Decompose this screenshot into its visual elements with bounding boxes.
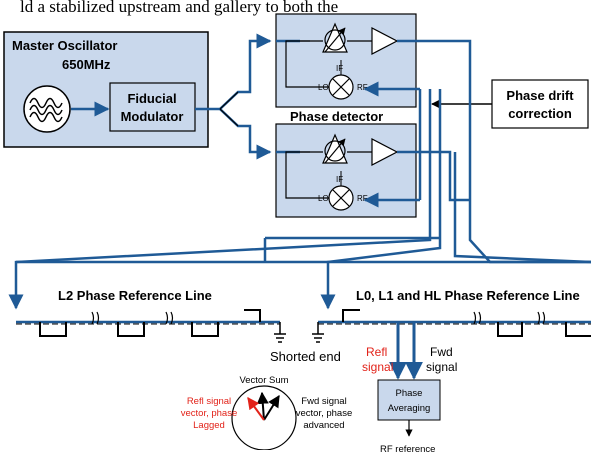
amplifier-icon: [371, 27, 399, 55]
refl-vector-label-2: vector, phase: [181, 408, 238, 419]
top-caption: ld a stabilized upstream and gallery to …: [20, 0, 338, 16]
averaging-label-1: Phase: [396, 388, 423, 399]
fwd-vector-label-1: Fwd signal: [301, 396, 346, 407]
refl-label-2: signal: [362, 360, 393, 374]
averaging-label-2: Averaging: [388, 403, 431, 414]
fwd-label-2: signal: [426, 360, 457, 374]
master-oscillator: Master Oscillator 650MHz Fiducial Modula…: [3, 31, 209, 148]
refl-vector-arrow: [247, 397, 265, 421]
fiducial-label-2: Modulator: [121, 109, 184, 124]
l0-reference-line: [312, 309, 591, 343]
phase-averaging-box: Phase Averaging: [377, 379, 441, 437]
phase-detector-1: IF LO RF: [275, 13, 417, 108]
rf-label: RF: [357, 83, 368, 92]
lo-label: LO: [318, 83, 329, 92]
drift-label-2: correction: [508, 106, 572, 121]
fwd-vector-label-3: advanced: [303, 420, 344, 431]
fwd-vector-label-2: vector, phase: [296, 408, 353, 419]
rf-reference-label: RF reference: [380, 444, 435, 455]
l2-reference-line: [16, 309, 286, 343]
amplifier-icon: [371, 138, 399, 166]
phase-drift-correction: Phase drift correction: [431, 79, 589, 129]
refl-vector-label-1: Refl signal: [187, 396, 231, 407]
oscillator-icon: [23, 85, 71, 133]
l0-line-label: L0, L1 and HL Phase Reference Line: [356, 288, 580, 303]
if-label: IF: [336, 64, 343, 73]
phase-detector-label: Phase detector: [290, 109, 383, 124]
phase-shifter-icon: [322, 133, 348, 164]
drift-label-1: Phase drift: [506, 88, 574, 103]
fiducial-modulator: [109, 82, 196, 132]
phase-detector-2: IF LO RF: [275, 123, 417, 218]
if-label: IF: [336, 175, 343, 184]
vector-sum-arrow: [256, 391, 269, 421]
shorted-end-label: Shorted end: [270, 349, 341, 364]
detector-routing: [8, 39, 591, 310]
lo-label: LO: [318, 194, 329, 203]
vector-diagram: [220, 385, 310, 462]
phase-shifter-icon: [322, 22, 348, 53]
fiducial-label-1: Fiducial: [127, 91, 176, 106]
vector-sum-label: Vector Sum: [239, 375, 288, 386]
fwd-label-1: Fwd: [430, 345, 453, 359]
rf-label: RF: [357, 194, 368, 203]
refl-vector-label-3: Lagged: [193, 420, 225, 431]
master-oscillator-freq: 650MHz: [62, 57, 111, 72]
coupler-arrows: [389, 322, 423, 380]
l2-line-label: L2 Phase Reference Line: [58, 288, 212, 303]
fwd-vector-arrow: [263, 394, 280, 421]
refl-label-1: Refl: [366, 345, 387, 359]
master-oscillator-title: Master Oscillator: [12, 38, 118, 53]
